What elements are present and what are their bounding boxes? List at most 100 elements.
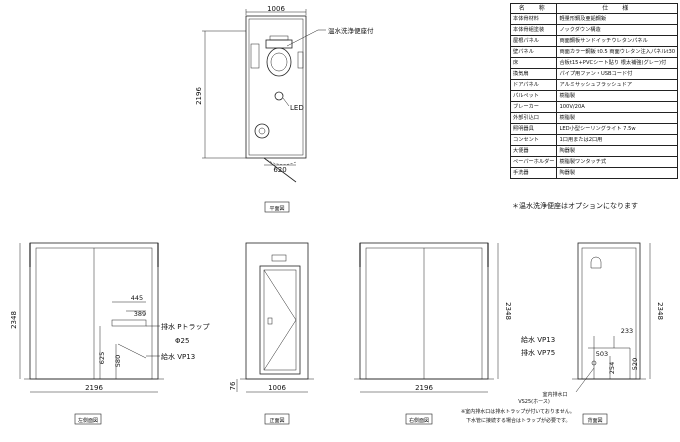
left-drain-label: 排水 Pトラップ — [161, 322, 209, 331]
back-dim-503: 503 — [596, 350, 608, 358]
plan-outline — [245, 15, 307, 159]
plan-door-dim: 620 — [273, 166, 286, 174]
left-elevation — [19, 242, 160, 425]
spec-header-spec: 仕 様 — [556, 3, 679, 14]
spec-row: 本体骨材料軽量形鋼及亜鉛鋼鈑 — [509, 13, 679, 25]
vent-icon — [590, 256, 602, 269]
left-dim-389: 389 — [134, 310, 146, 318]
spec-item-value: 合板t15+PVCシート貼り 根太補強(グレー)付 — [556, 57, 679, 69]
plan-depth-dim: 2196 — [195, 87, 203, 105]
back-elevation — [575, 242, 651, 425]
spec-item-name: ペーパーホルダー — [509, 156, 558, 168]
spec-item-value: パイプ用ファン・USBコード付 — [556, 68, 679, 80]
front-base-dim: 76 — [229, 381, 237, 390]
spec-row: 屋根パネル両面鋼板サンドイッチウレタンパネル — [509, 35, 679, 47]
spec-item-name: コンセント — [509, 134, 558, 146]
back-entry-sub: VS25(ホース) — [518, 399, 550, 405]
left-dim-580: 580 — [114, 355, 122, 367]
plan-width-dim: 1006 — [267, 5, 285, 13]
spec-item-name: ブレーカー — [509, 101, 558, 113]
toilet-bowl — [266, 47, 292, 77]
spec-item-value: 両面カラー鋼鈑 t0.5 両面ウレタン注入パネルt30 — [556, 46, 679, 58]
spec-row: ペーパーホルダー樹脂製ワンタッチ式 — [509, 156, 679, 168]
left-height-dim: 2348 — [10, 311, 18, 329]
back-caption: 背面図 — [587, 417, 602, 424]
back-drain-label: 排水 VP75 — [521, 348, 555, 357]
spec-item-name: 本体骨組塗装 — [509, 24, 558, 36]
spec-item-value: 軽量形鋼及亜鉛鋼鈑 — [556, 13, 679, 25]
toilet-tank — [265, 39, 293, 49]
door-panel — [259, 265, 301, 375]
spec-item-value: 樹脂製 — [556, 112, 679, 124]
left-supply-label: 給水 VP13 — [161, 352, 195, 361]
back-dim-254: 254 — [608, 362, 616, 374]
front-elevation — [236, 242, 309, 425]
spec-item-name: 本体骨材料 — [509, 13, 558, 25]
spec-item-name: 壁パネル — [509, 46, 558, 58]
drain-pipe — [111, 319, 147, 327]
spec-item-value: 樹脂製ワンタッチ式 — [556, 156, 679, 168]
spec-item-value: 陶器製 — [556, 145, 679, 157]
left-dim-625: 625 — [98, 352, 106, 364]
spec-row: 外部引込口樹脂製 — [509, 112, 679, 124]
spec-item-value: アルミサッシュフラッシュドア — [556, 79, 679, 91]
left-width-dim: 2196 — [85, 384, 103, 392]
plan-seat-label: 温水洗浄便座付 — [328, 26, 374, 35]
spec-item-name: 照明器具 — [509, 123, 558, 135]
paper-holder — [250, 43, 260, 69]
spec-item-name: 外部引込口 — [509, 112, 558, 124]
spec-item-name: 換気扇 — [509, 68, 558, 80]
supply-pipe — [117, 343, 147, 359]
plan-caption: 平面図 — [269, 206, 284, 212]
left-dim-445: 445 — [131, 294, 143, 302]
spec-item-name: 床 — [509, 57, 558, 69]
spec-row: 床合板t15+PVCシート貼り 根太補強(グレー)付 — [509, 57, 679, 69]
spec-row: 壁パネル両面カラー鋼鈑 t0.5 両面ウレタン注入パネルt30 — [509, 46, 679, 58]
spec-item-value: 1口用または2口用 — [556, 134, 679, 146]
back-height-dim: 2348 — [656, 302, 664, 320]
spec-item-value: 両面鋼板サンドイッチウレタンパネル — [556, 35, 679, 47]
option-note: ＊温水洗浄便座はオプションになります — [512, 202, 638, 210]
spec-item-name: ドアパネル — [509, 79, 558, 91]
back-footnote-1: ※室内排水口は排水トラップが付いておりません。 — [461, 408, 575, 415]
front-elev-outline — [245, 242, 309, 380]
spec-row: 手洗器陶器製 — [509, 167, 679, 179]
plan-view — [202, 9, 326, 213]
spec-row: 大便器陶器製 — [509, 145, 679, 157]
spec-item-value: 100V/20A — [556, 101, 679, 113]
plan-caption-box — [264, 201, 290, 213]
led-light-icon — [274, 91, 284, 101]
sink-icon — [254, 123, 270, 139]
back-dim-233: 233 — [621, 327, 633, 335]
spec-item-name: 屋根パネル — [509, 35, 558, 47]
door-handle — [267, 317, 273, 325]
right-height-dim: 2348 — [504, 302, 512, 320]
spec-item-name: 大便器 — [509, 145, 558, 157]
back-footnote-2: 下水管に接続する場合はトラップが必要です。 — [461, 417, 571, 424]
back-supply-label: 給水 VP13 — [521, 335, 555, 344]
spec-header-name: 名 称 — [509, 3, 558, 14]
back-entry-label: 室内排水口 — [542, 391, 567, 398]
spec-item-value: 樹脂製 — [556, 90, 679, 102]
spec-item-name: パルペット — [509, 90, 558, 102]
door-swing — [263, 157, 297, 183]
plan-inner-wall — [248, 18, 304, 156]
spec-row: 換気扇パイプ用ファン・USBコード付 — [509, 68, 679, 80]
spec-item-value: LED小型シーリングライト 7.5w — [556, 123, 679, 135]
back-dim-520: 520 — [631, 358, 639, 370]
front-width-dim: 1006 — [268, 384, 286, 392]
spec-row: ドアパネルアルミサッシュフラッシュドア — [509, 79, 679, 91]
right-width-dim: 2196 — [415, 384, 433, 392]
right-caption: 右側面図 — [409, 417, 429, 424]
spec-item-value: 陶器製 — [556, 167, 679, 179]
spec-item-name: 手洗器 — [509, 167, 558, 179]
spec-row: パルペット樹脂製 — [509, 90, 679, 102]
spec-item-value: ノックダウン構造 — [556, 24, 679, 36]
right-elevation — [359, 242, 499, 425]
front-caption: 正面図 — [269, 418, 284, 424]
